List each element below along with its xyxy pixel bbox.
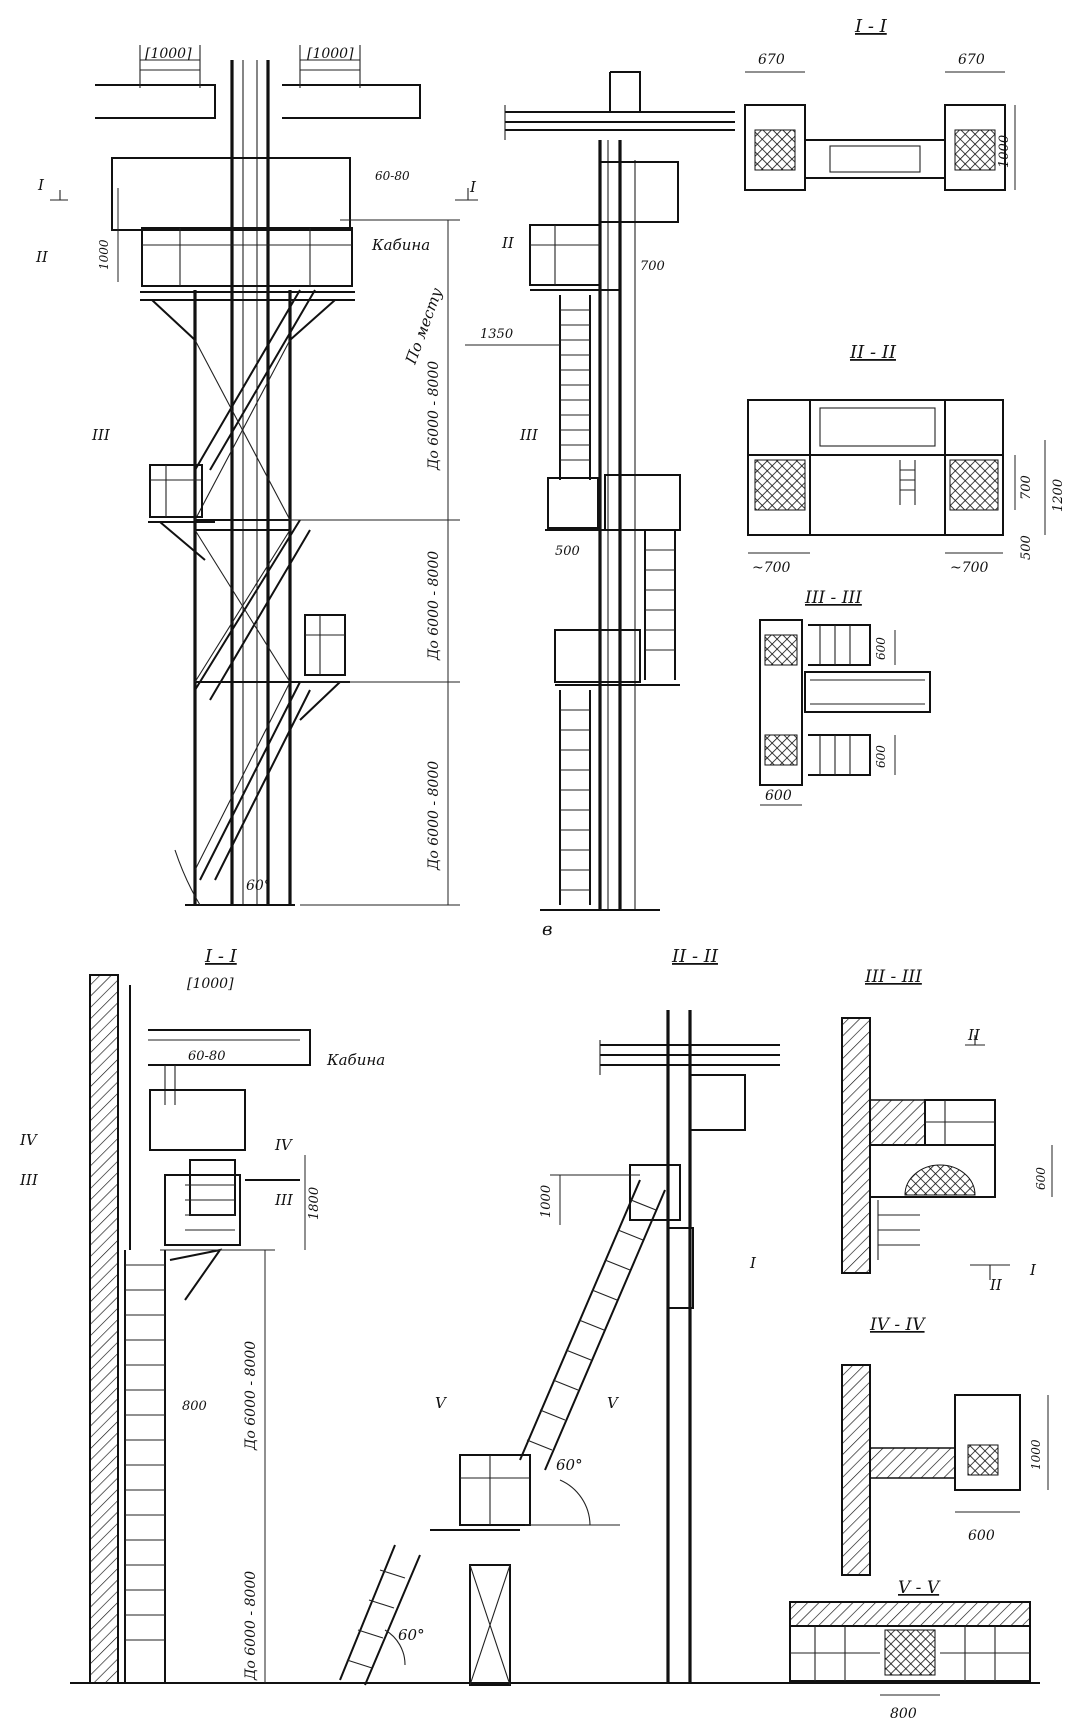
vdim-po-mestu: По месту [402,285,447,367]
bot-vdim-1: До 6000 - 8000 [243,1341,259,1451]
cut-mark-II-left: II [35,248,49,266]
bot-cut-III-mid: III [274,1191,294,1209]
top-dim-60-80: 60-80 [375,169,410,183]
top-dim-1000-left: [1000] [145,46,192,62]
top-elevation-stair: [1000] [1000] 60-80 1000 Кабина 60° I I … [35,45,478,906]
bsec3-title: III - III [864,967,922,987]
bot-dim-1000: [1000] [187,976,234,992]
incline-angle-1: 60° [556,1456,583,1474]
bottom-incline-stair: II - II 1000 60° 60° V V [339,946,780,1686]
top-section-2: II - II 700 1200 500 ~700 ~700 [747,342,1066,576]
sec2-title: II - II [849,342,897,363]
bottom-section-3: III - III 600 II I I II [749,967,1053,1294]
incline-mark-V-right: V [607,1394,620,1412]
cut-mark-I-right: I [469,178,477,196]
bsec3-mark-I-left: I [749,1254,757,1272]
bottom-elevation-wall: I - I [1000] 60-80 Кабина 1800 До 6000 -… [19,946,1040,1684]
bottom-section-4: IV - IV 1000 600 [841,1315,1049,1576]
incline-mark-V-left: V [435,1394,448,1412]
sec3-dim-600-a: 600 [874,637,888,660]
sheet-mark: в [542,919,552,940]
bsec3-mark-II-bot: II [989,1276,1003,1294]
bottom-elev-title: I - I [204,946,238,967]
sec3-dim-600-b: 600 [874,745,888,768]
bot-cut-III-left: III [19,1171,39,1189]
sec2-dim-700-l: ~700 [752,560,791,576]
sec3-title: III - III [804,588,862,608]
incline-angle-2: 60° [398,1626,425,1644]
bsec3-mark-II-top: II [967,1026,981,1044]
bsec5-dim-800: 800 [890,1706,917,1722]
vdim-do-3: До 6000 - 8000 [426,761,442,871]
top-dim-1000-right: [1000] [307,46,354,62]
bsec3-mark-I-right: I [1029,1261,1037,1279]
bsec4-dim-600: 600 [968,1528,995,1544]
cut-mark-I-left: I [37,176,45,194]
angle-label-top: 60° [246,878,271,894]
bsec3-dim-600: 600 [1034,1167,1048,1190]
sec2-dim-500: 500 [1019,535,1034,560]
bot-dim-1800: 1800 [307,1187,322,1220]
sec1-dim-670-r: 670 [958,52,985,68]
cut-mark-II-mid: II [501,234,515,252]
top-dim-1000-vert: 1000 [97,239,111,270]
incline-dim-1000: 1000 [539,1185,554,1218]
bot-cabin-label: Кабина [326,1051,385,1069]
top-section-1: I - I 670 670 1000 [744,16,1016,191]
bsec4-title: IV - IV [869,1315,926,1335]
bsec5-title: V - V [898,1578,941,1598]
bot-dim-60-80: 60-80 [188,1049,225,1064]
cabin-label-top: Кабина [371,236,430,254]
vdim-do-1: До 6000 - 8000 [426,361,442,471]
sec1-dim-670-l: 670 [758,52,785,68]
dim-500-side: 500 [555,544,580,559]
bot-cut-IV-mid: IV [274,1136,294,1154]
dim-1350: 1350 [480,327,513,342]
bot-cut-IV-left: IV [19,1131,39,1149]
sec2-dim-700-r: ~700 [950,560,989,576]
bsec4-dim-1000: 1000 [1029,1439,1043,1470]
bot-vdim-2: До 6000 - 8000 [243,1571,259,1681]
cut-mark-III-left: III [91,426,111,444]
sec1-dim-1000: 1000 [997,135,1012,168]
vdim-do-2: До 6000 - 8000 [426,551,442,661]
sec2-dim-700: 700 [1019,475,1034,500]
sec1-title: I - I [854,16,888,37]
incline-title: II - II [671,946,719,967]
sec3-dim-600-c: 600 [765,788,792,804]
dim-700-side: 700 [640,259,665,274]
top-section-3: III - III 600 600 600 [759,588,931,806]
bottom-section-5: V - V 800 [789,1578,1031,1722]
top-side-elevation: 700 1350 500 II III [465,71,735,911]
bot-dim-800: 800 [182,1399,207,1414]
cut-mark-III-mid: III [519,426,539,444]
top-vertical-dims: По месту До 6000 - 8000 До 6000 - 8000 Д… [270,219,460,906]
sec2-dim-1200: 1200 [1051,479,1066,512]
